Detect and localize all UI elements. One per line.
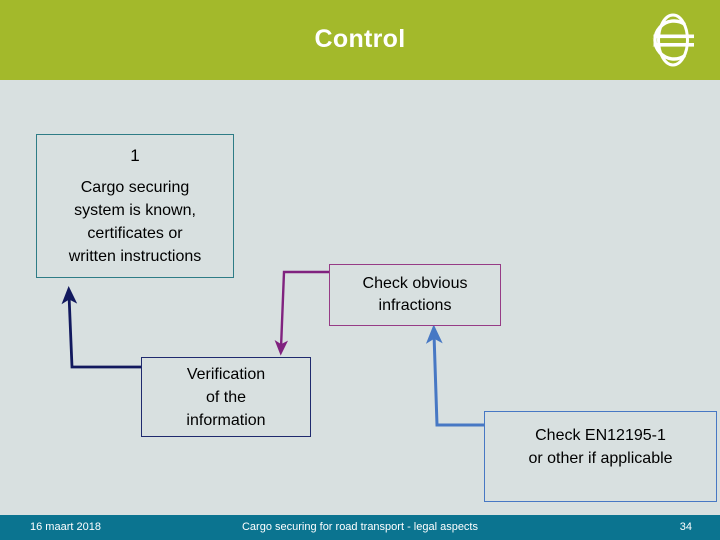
flow-box-check-obvious-infractions[interactable]: Check obvious infractions — [329, 264, 501, 326]
slide-footer-band: 16 maart 2018 Cargo securing for road tr… — [0, 515, 720, 540]
flow-box-verification-of-information[interactable]: Verification of the information — [141, 357, 311, 437]
footer-page-number: 34 — [679, 521, 692, 533]
flow-box-label: Verification of the information — [186, 365, 266, 429]
footer-subject: Cargo securing for road transport - lega… — [241, 521, 478, 533]
flow-box-number: 1 — [130, 146, 140, 165]
flow-box-label: Check EN12195-1 or other if applicable — [528, 427, 673, 467]
flow-box-label: Cargo securing system is known, certific… — [68, 179, 202, 265]
page-title: Control — [314, 25, 406, 53]
globe-euro-logo-icon — [644, 11, 702, 69]
flow-box-cargo-securing-system[interactable]: 1 Cargo securing system is known, certif… — [36, 134, 234, 278]
flow-box-label: Check obvious infractions — [362, 275, 468, 314]
flow-box-check-en12195-1[interactable]: Check EN12195-1 or other if applicable — [484, 411, 717, 502]
connector-check-obvious-to-verification — [274, 270, 329, 356]
footer-date: 16 maart 2018 — [30, 521, 101, 533]
slide-header-band: Control — [0, 0, 720, 80]
connector-verification-to-cargo-system — [61, 286, 141, 369]
connector-check-en-to-check-obvious — [425, 324, 484, 427]
